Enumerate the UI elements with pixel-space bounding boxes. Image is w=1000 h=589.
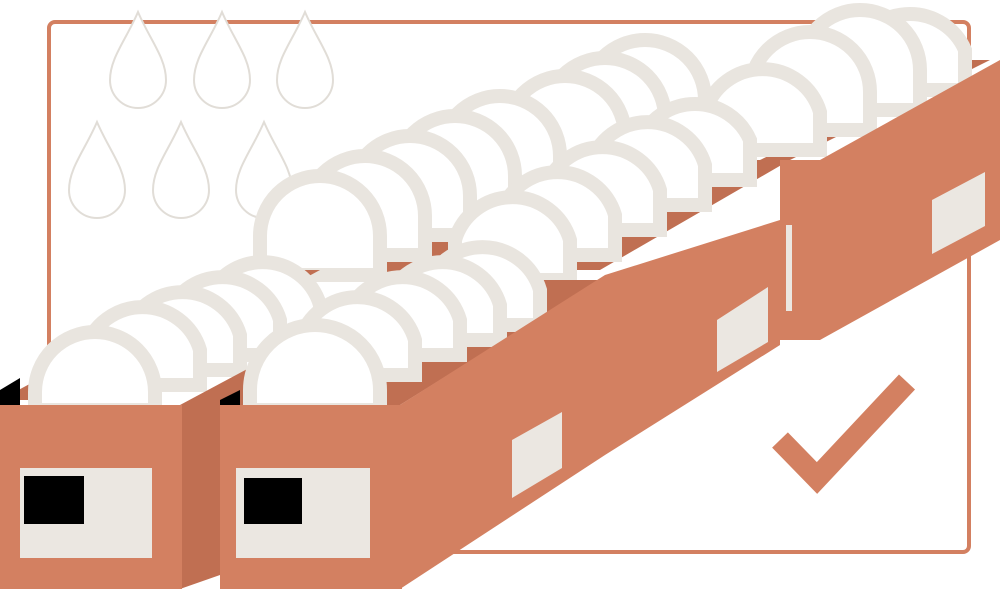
box-label-mark [244,478,302,524]
back-right-box-side [820,60,1000,340]
back-left-pads [253,33,712,282]
box-label-icon [512,412,562,498]
water-drop-icon [67,119,127,219]
box-label-mark [24,476,84,524]
box-label-icon [717,287,768,372]
front-middle-pads [243,240,547,417]
box-label-icon [932,172,985,254]
back-right-pads [448,3,972,287]
cotton-pad-icon [243,318,387,417]
back-left-box-side [605,220,780,455]
water-drop-icon [108,9,168,109]
cotton-pad-icon [28,325,162,417]
front-left-pads [28,255,327,417]
water-drop-icon [275,9,335,109]
box-divider [786,225,792,311]
water-drop-icon [192,9,252,109]
cotton-pad-icon [253,169,387,282]
box-shadow-corner [220,390,240,405]
front-middle-box-side [400,275,605,589]
checkmark-icon [772,374,916,494]
box-shadow-corner [0,378,20,405]
water-drop-icon [151,119,211,219]
